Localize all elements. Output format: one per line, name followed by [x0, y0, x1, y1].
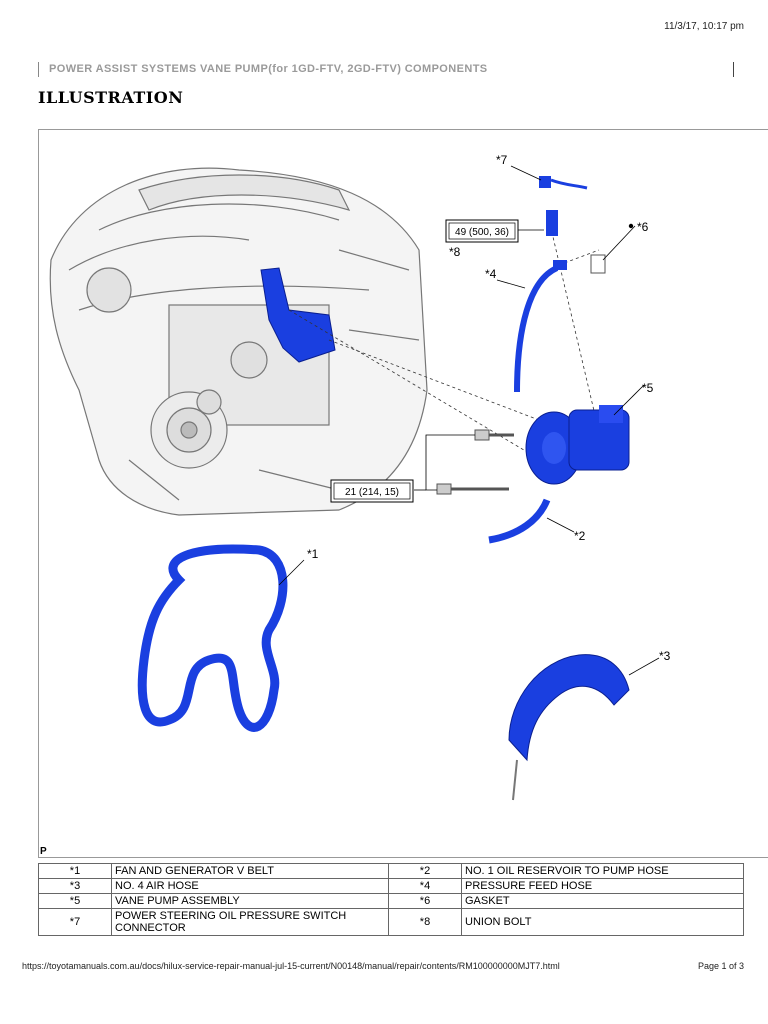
breadcrumb-divider-right [733, 62, 734, 77]
callout-1: *1 [307, 547, 319, 561]
pump-bracket-highlight [260, 267, 336, 363]
callout-8: *8 [449, 245, 461, 259]
legend-description: VANE PUMP ASSEMBLY [111, 893, 389, 909]
legend-code: *7 [38, 908, 112, 936]
gasket-part [590, 254, 606, 274]
table-row: *5 VANE PUMP ASSEMBLY *6 GASKET [38, 893, 744, 909]
torque-spec-21: 21 (214, 15) [330, 479, 414, 503]
page-number: Page 1 of 3 [697, 961, 744, 971]
callout-3: *3 [659, 649, 671, 663]
legend-description: NO. 4 AIR HOSE [111, 878, 389, 894]
reservoir-to-pump-hose-part [488, 498, 551, 544]
legend-code: *1 [38, 863, 112, 879]
table-row: *7 POWER STEERING OIL PRESSURE SWITCH CO… [38, 908, 744, 936]
breadcrumb: POWER ASSIST SYSTEMS VANE PUMP(for 1GD-F… [38, 62, 734, 78]
legend-description: GASKET [461, 893, 744, 909]
pressure-switch-connector-part [539, 176, 588, 236]
footer-url: https://toyotamanuals.com.au/docs/hilux-… [22, 961, 560, 971]
parts-legend-table: *1 FAN AND GENERATOR V BELT *2 NO. 1 OIL… [38, 863, 744, 936]
vane-pump-part [525, 405, 630, 485]
breadcrumb-divider-left [38, 62, 39, 77]
table-row: *3 NO. 4 AIR HOSE *4 PRESSURE FEED HOSE [38, 878, 744, 894]
svg-text:21 (214, 15): 21 (214, 15) [345, 487, 399, 498]
illustration-drawing: *1 *2 *3 *4 *5 *6 *7 *8 49 (500, 36) 21 … [49, 153, 671, 801]
callout-4: *4 [485, 267, 497, 281]
engine-drawing [49, 167, 428, 516]
print-timestamp: 11/3/17, 10:17 pm [664, 21, 744, 32]
pump-mounting-bolts [436, 429, 514, 495]
legend-code: *3 [38, 878, 112, 894]
union-bolt-part [553, 260, 567, 270]
legend-description: PRESSURE FEED HOSE [461, 878, 744, 894]
legend-description: POWER STEERING OIL PRESSURE SWITCH CONNE… [111, 908, 389, 936]
v-belt-part [137, 544, 288, 732]
table-row: *1 FAN AND GENERATOR V BELT *2 NO. 1 OIL… [38, 863, 744, 879]
pressure-feed-hose-part [514, 265, 559, 393]
legend-code: *5 [38, 893, 112, 909]
legend-code: *8 [388, 908, 462, 936]
callout-2: *2 [574, 529, 586, 543]
callout-6: *6 [637, 220, 649, 234]
torque-spec-49: 49 (500, 36) [445, 219, 519, 243]
svg-text:49 (500, 36): 49 (500, 36) [455, 227, 509, 238]
legend-code: *2 [388, 863, 462, 879]
legend-code: *6 [388, 893, 462, 909]
section-title: ILLUSTRATION [38, 88, 184, 107]
legend-description: UNION BOLT [461, 908, 744, 936]
legend-code: *4 [388, 878, 462, 894]
legend-description: NO. 1 OIL RESERVOIR TO PUMP HOSE [461, 863, 744, 879]
legend-description: FAN AND GENERATOR V BELT [111, 863, 389, 879]
components-illustration: *1 *2 *3 *4 *5 *6 *7 *8 49 (500, 36) 21 … [38, 129, 768, 858]
air-hose-part [508, 654, 630, 762]
breadcrumb-text[interactable]: POWER ASSIST SYSTEMS VANE PUMP(for 1GD-F… [49, 63, 488, 75]
callout-5: *5 [642, 381, 654, 395]
figure-code: P [40, 846, 47, 857]
callout-7: *7 [496, 153, 508, 167]
